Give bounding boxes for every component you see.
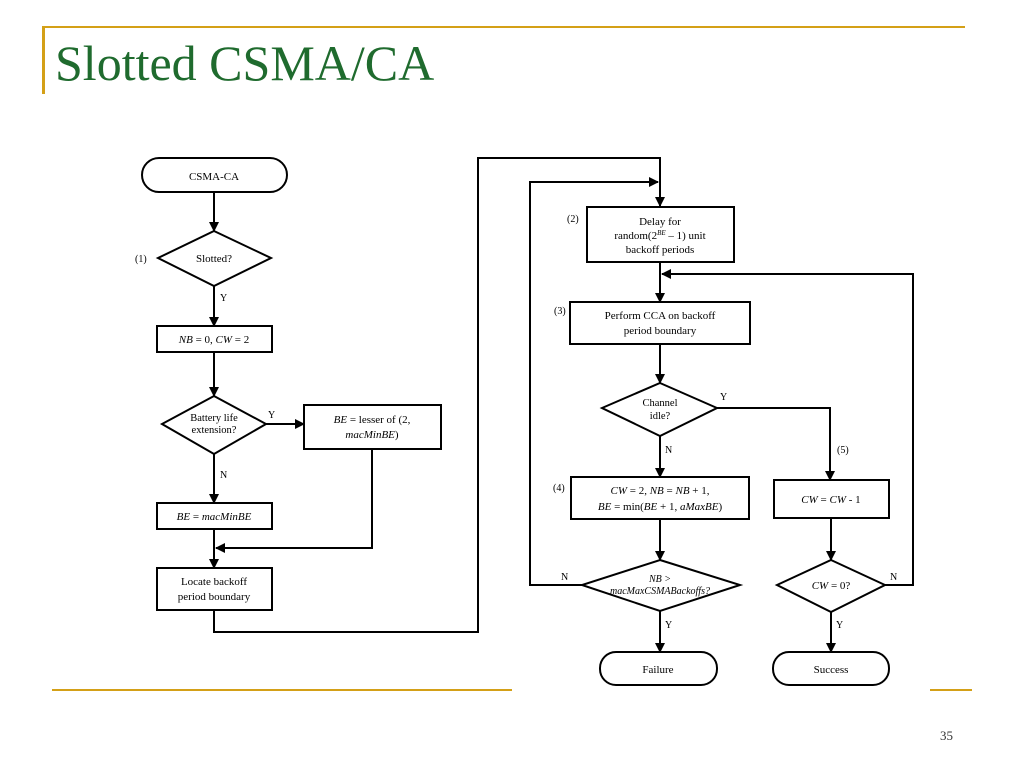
- nb-question-line2: macMaxCSMABackoffs?: [610, 586, 710, 597]
- success-label: Success: [814, 664, 849, 676]
- battery-no: N: [220, 470, 227, 481]
- locate-backoff-box: [156, 567, 273, 611]
- delay-box: [586, 206, 735, 263]
- battery-yes: Y: [268, 410, 275, 421]
- failure-label: Failure: [642, 664, 673, 676]
- channel-question-line2: idle?: [650, 411, 671, 422]
- page-number: 35: [940, 728, 953, 743]
- be-min-text: BE = macMinBE: [177, 511, 252, 523]
- cw-question: CW = 0?: [812, 580, 851, 592]
- be-lesser-box: [303, 404, 442, 450]
- edge-locate-to-delay: [213, 157, 665, 633]
- delay-line3: backoff periods: [626, 244, 695, 256]
- step3-label: (3): [554, 306, 566, 317]
- cca-line2: period boundary: [624, 325, 697, 337]
- update-box: [570, 476, 750, 520]
- init-text: NB = 0, CW = 2: [178, 334, 250, 346]
- step2-label: (2): [567, 214, 579, 225]
- bottom-rule-right: [930, 689, 972, 691]
- edge-nb-no: [529, 177, 659, 586]
- step1-label: (1): [135, 254, 147, 265]
- cw-yes: Y: [836, 620, 843, 631]
- channel-decision: [599, 381, 720, 438]
- bottom-rule-left: [52, 689, 512, 691]
- battery-question-line2: extension?: [192, 425, 237, 436]
- cca-box: [569, 301, 751, 345]
- cw-decrement-text: CW = CW - 1: [801, 494, 860, 506]
- nb-no: N: [561, 572, 568, 583]
- delay-line2: random(2BE – 1) unit: [614, 229, 705, 242]
- edge-channel-yes: [717, 407, 835, 481]
- edge-belesser-to-locate: [215, 449, 373, 553]
- step5-label: (5): [837, 445, 849, 456]
- start-label: CSMA-CA: [189, 171, 239, 183]
- edge-cw-no: [661, 269, 914, 586]
- locate-backoff-line2: period boundary: [178, 591, 251, 603]
- init-box: [156, 325, 273, 353]
- be-lesser-line2: macMinBE): [345, 429, 398, 441]
- battery-question-line1: Battery life: [190, 413, 238, 424]
- locate-backoff-line1: Locate backoff: [181, 576, 247, 588]
- nb-question-line1: NB >: [648, 574, 671, 585]
- cca-line1: Perform CCA on backoff: [605, 310, 716, 322]
- slide-title: Slotted CSMA/CA: [55, 35, 435, 91]
- failure-terminal: [599, 651, 718, 686]
- step4-label: (4): [553, 483, 565, 494]
- be-min-box: [156, 502, 273, 530]
- be-lesser-line1: BE = lesser of (2,: [334, 414, 411, 426]
- cw-no: N: [890, 572, 897, 583]
- delay-line1: Delay for: [639, 216, 681, 228]
- title-accent-bar: [42, 26, 45, 94]
- nb-yes: Y: [665, 620, 672, 631]
- update-line1: CW = 2, NB = NB + 1,: [610, 485, 709, 497]
- top-rule: [42, 26, 965, 28]
- slotted-question: Slotted?: [196, 253, 232, 265]
- slotted-yes: Y: [220, 293, 227, 304]
- success-terminal: [772, 651, 890, 686]
- channel-yes: Y: [720, 392, 727, 403]
- cw-decrement-box: [773, 479, 890, 519]
- channel-no: N: [665, 445, 672, 456]
- update-line2: BE = min(BE + 1, aMaxBE): [598, 501, 723, 513]
- channel-question-line1: Channel: [643, 398, 678, 409]
